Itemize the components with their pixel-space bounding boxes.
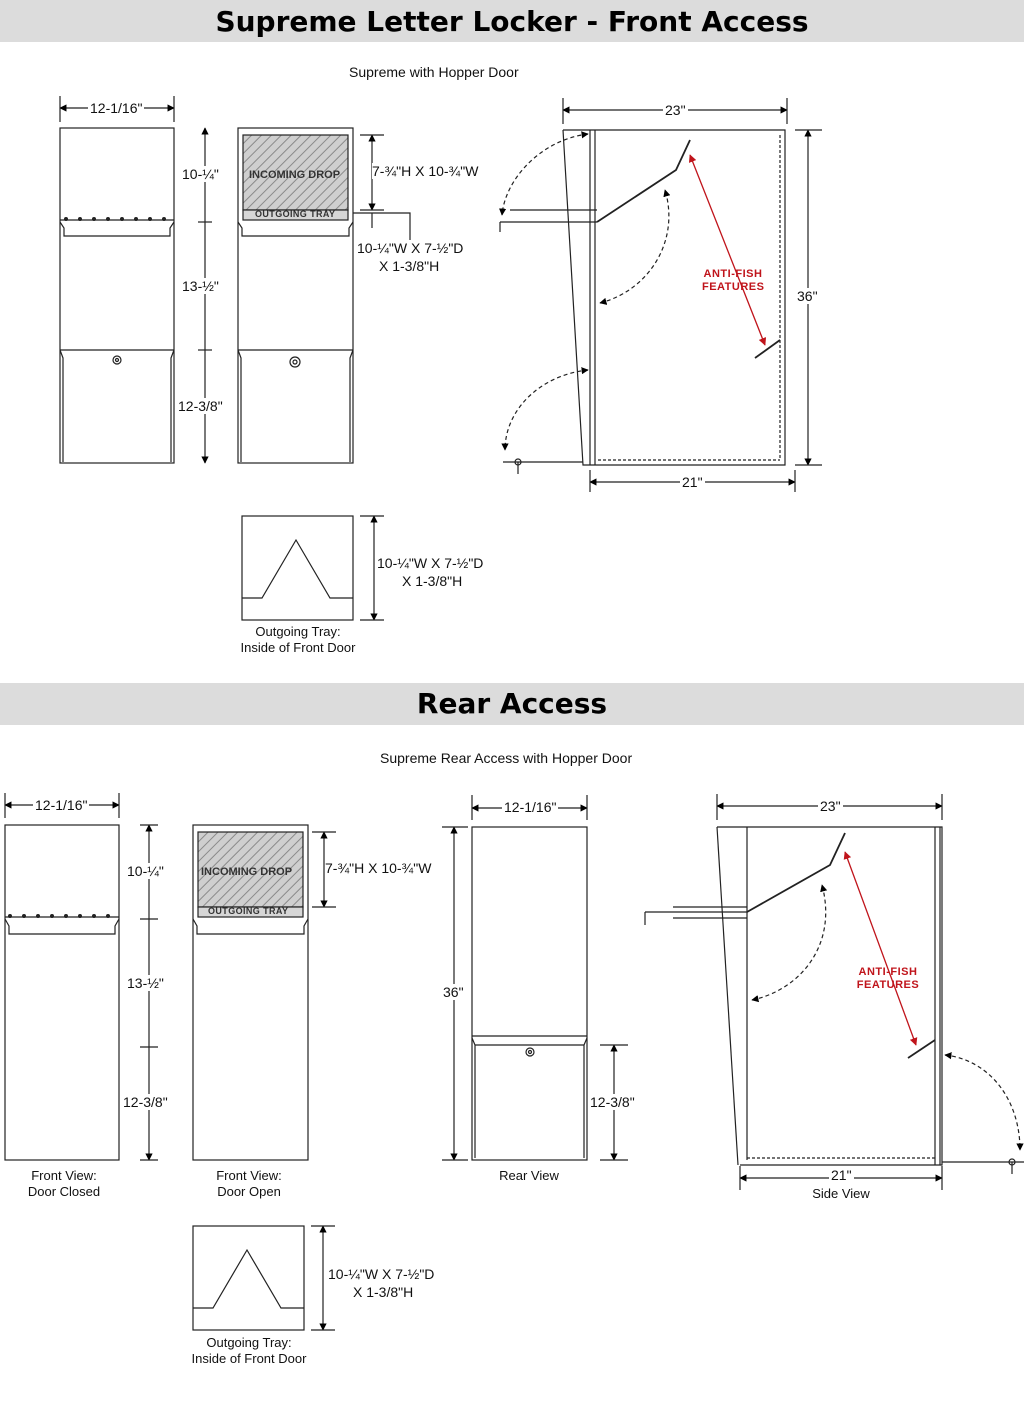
- rear-anti-fish-label: ANTI-FISH FEATURES: [856, 966, 920, 991]
- rear-front-closed-view: [4, 824, 120, 1161]
- rear-closed-width-label: 12-1/16": [33, 797, 90, 813]
- rear-depth-top-label: 23": [818, 798, 843, 814]
- front-mid-height-label: 13-½": [182, 278, 219, 294]
- rear-depth-bottom-label: 21": [829, 1167, 854, 1183]
- rear-drop-opening-label: 7-¾"H X 10-¾"W: [325, 860, 432, 876]
- front-access-title: Supreme Letter Locker - Front Access: [0, 0, 1024, 42]
- rear-tray-caption: Outgoing Tray: Inside of Front Door: [178, 1335, 320, 1367]
- front-tray-view: [241, 515, 354, 621]
- rear-view-height-label: 36": [443, 984, 464, 1000]
- front-closed-view: [59, 127, 175, 464]
- rear-side-view: [644, 826, 1024, 1174]
- front-tray-dim-label-1: 10-¼"W X 7-½"D: [357, 240, 464, 256]
- front-drop-opening-label: 7-¾"H X 10-¾"W: [372, 163, 479, 179]
- front-tray-caption-2: Inside of Front Door: [240, 640, 356, 655]
- rear-tray-caption-1: Outgoing Tray:: [206, 1335, 292, 1350]
- rear-front-closed-caption-1: Front View:: [31, 1168, 97, 1183]
- front-tray-dim-label-2: X 1-3/8"H: [379, 258, 440, 274]
- front-width-label: 12-1/16": [88, 100, 145, 116]
- rear-view-width-label: 12-1/16": [502, 799, 559, 815]
- front-total-height-label: 36": [797, 288, 818, 304]
- rear-tray-view: [192, 1225, 305, 1331]
- rear-view-caption: Rear View: [499, 1168, 559, 1183]
- rear-incoming-drop-label: INCOMING DROP: [201, 866, 293, 878]
- front-tray-caption: Outgoing Tray: Inside of Front Door: [228, 624, 368, 656]
- rear-top-height-label: 10-¼": [127, 863, 164, 879]
- rear-view-door-height-label: 12-3/8": [590, 1094, 635, 1110]
- rear-front-open-caption-2: Door Open: [217, 1184, 281, 1199]
- front-bottom-height-label: 12-3/8": [178, 398, 223, 414]
- rear-view: [471, 826, 588, 1161]
- front-depth-bottom-label: 21": [680, 474, 705, 490]
- rear-access-title: Rear Access: [0, 683, 1024, 725]
- front-tray-box-dim-1: 10-¼"W X 7-½"D: [377, 555, 484, 571]
- rear-tray-box-dim-1: 10-¼"W X 7-½"D: [328, 1266, 435, 1282]
- front-outgoing-tray-label: OUTGOING TRAY: [255, 209, 336, 219]
- front-tray-caption-1: Outgoing Tray:: [255, 624, 341, 639]
- rear-front-open-caption-1: Front View:: [216, 1168, 282, 1183]
- front-open-view: [237, 127, 354, 464]
- rear-front-closed-caption-2: Door Closed: [27, 1184, 101, 1199]
- rear-front-open-view: [192, 824, 309, 1161]
- rear-front-open-caption: Front View: Door Open: [185, 1168, 313, 1200]
- side-view-caption: Side View: [812, 1186, 870, 1201]
- front-incoming-drop-label: INCOMING DROP: [249, 169, 341, 181]
- front-anti-fish-label: ANTI-FISH FEATURES: [702, 268, 765, 293]
- rear-tray-caption-2: Inside of Front Door: [191, 1351, 307, 1366]
- front-depth-top-label: 23": [663, 102, 688, 118]
- rear-subtitle: Supreme Rear Access with Hopper Door: [380, 750, 633, 766]
- rear-mid-height-label: 13-½": [127, 975, 164, 991]
- rear-tray-box-dim-2: X 1-3/8"H: [353, 1284, 414, 1300]
- rear-outgoing-tray-label: OUTGOING TRAY: [208, 906, 289, 916]
- front-subtitle: Supreme with Hopper Door: [349, 64, 519, 80]
- rear-bottom-height-label: 12-3/8": [123, 1094, 168, 1110]
- rear-front-closed-caption: Front View: Door Closed: [0, 1168, 128, 1200]
- front-tray-box-dim-2: X 1-3/8"H: [402, 573, 463, 589]
- front-side-view: [498, 129, 786, 474]
- front-top-height-label: 10-¼": [182, 166, 219, 182]
